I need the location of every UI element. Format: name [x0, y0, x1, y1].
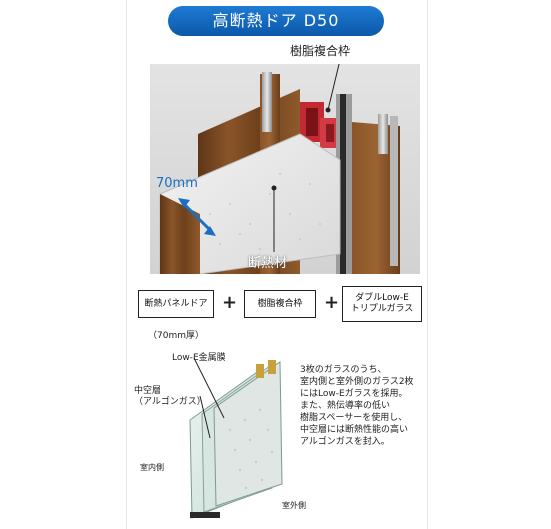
panel-door-text: 断熱パネルドア — [144, 298, 208, 309]
insulation-label: 断熱材 — [248, 256, 288, 271]
glass-desc-line: 樹脂スペーサーを使用し、 — [300, 413, 408, 423]
resin-frame-box: 樹脂複合枠 — [244, 290, 316, 318]
air-layer-line1: 中空層 — [134, 386, 162, 396]
glass-description: 3枚のガラスのうち、 室内側と室外側のガラス2枚 にはLow-Eガラスを採用。 … — [300, 364, 450, 448]
glass-thickness-note: （70mm厚） — [148, 331, 204, 341]
triple-glass-line1: ダブルLow-E — [355, 293, 409, 303]
triple-glass-diagram — [189, 357, 283, 519]
glass-desc-line: アルゴンガスを封入。 — [300, 437, 390, 447]
thickness-label: 70mm — [156, 176, 198, 191]
indoor-label: 室内側 — [140, 463, 164, 472]
air-layer-line2: （アルゴンガス） — [134, 397, 206, 407]
triple-glass-box: ダブルLow-E トリプルガラス — [342, 286, 422, 322]
page-title: 高断熱ドア D50 — [168, 6, 384, 36]
panel-door-box: 断熱パネルドア — [138, 290, 214, 318]
door-cross-section — [150, 64, 420, 274]
plus-sign-2: + — [324, 292, 340, 313]
frame-label: 樹脂複合枠 — [290, 44, 351, 58]
air-layer-label: 中空層 （アルゴンガス） — [134, 386, 206, 408]
glass-desc-line: にはLow-Eガラスを採用。 — [300, 389, 408, 399]
triple-glass-line2: トリプルガラス — [350, 304, 414, 314]
outdoor-label: 室外側 — [282, 501, 306, 510]
plus-sign-1: + — [222, 292, 238, 313]
glass-desc-line: 室内側と室外側のガラス2枚 — [300, 377, 414, 387]
lowe-coating-label: Low-E金属膜 — [172, 353, 226, 363]
resin-frame-text: 樹脂複合枠 — [257, 298, 303, 309]
glass-desc-line: 中空層には断熱性能の高い — [300, 425, 409, 435]
combination-row: 断熱パネルドア + 樹脂複合枠 + ダブルLow-E トリプルガラス — [138, 286, 438, 322]
glass-desc-line: また、熱伝導率の低い — [300, 401, 391, 411]
glass-desc-line: 3枚のガラスのうち、 — [300, 365, 387, 375]
